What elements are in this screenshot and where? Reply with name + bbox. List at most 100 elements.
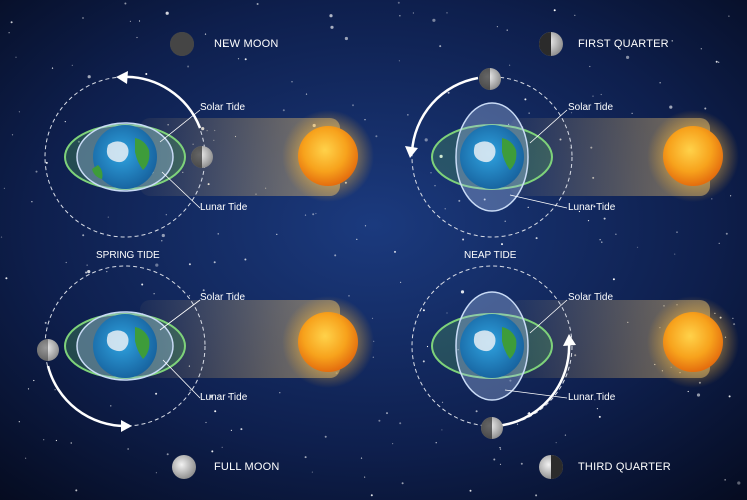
star [352, 104, 354, 107]
star [18, 111, 20, 113]
star [165, 11, 169, 15]
third-quarter-label: THIRD QUARTER [578, 461, 671, 473]
moon-icon [479, 68, 501, 90]
star [276, 233, 278, 235]
star [475, 410, 478, 413]
star [0, 236, 3, 238]
star [509, 64, 511, 66]
star [240, 428, 243, 431]
star [501, 243, 503, 246]
star [524, 98, 527, 101]
star [204, 33, 207, 35]
star [444, 208, 446, 210]
star [386, 412, 388, 415]
star [499, 447, 501, 449]
star [553, 9, 556, 12]
star [71, 64, 73, 66]
star [483, 198, 486, 201]
full-moon-icon [172, 455, 196, 479]
star [728, 15, 730, 17]
star [188, 295, 191, 297]
star [65, 261, 67, 264]
star [43, 439, 45, 441]
star [35, 170, 38, 173]
full-moon-label: FULL MOON [214, 461, 280, 473]
star [161, 233, 165, 238]
star [401, 482, 404, 485]
star [592, 95, 594, 97]
star [371, 317, 374, 319]
star [458, 199, 461, 202]
star [555, 442, 557, 444]
earth-system-first-quarter [431, 102, 553, 212]
star [696, 393, 701, 397]
star [671, 40, 673, 42]
star [596, 408, 599, 410]
moon-icon [191, 146, 213, 168]
star [15, 56, 17, 58]
star [424, 138, 428, 142]
star [153, 293, 155, 295]
star [51, 67, 54, 69]
star [508, 123, 510, 125]
star [360, 457, 363, 459]
star [27, 388, 30, 390]
star [87, 270, 91, 274]
star [439, 154, 443, 158]
neap-tide-label: NEAP TIDE [464, 250, 517, 261]
star [364, 225, 367, 227]
star [54, 389, 56, 391]
star [730, 195, 732, 197]
star [155, 472, 157, 474]
star [407, 114, 409, 116]
star [715, 60, 718, 63]
star [412, 12, 414, 14]
star [626, 55, 630, 60]
star [430, 172, 432, 174]
star [506, 29, 508, 31]
star [129, 20, 131, 22]
star [593, 205, 596, 208]
star [676, 231, 678, 233]
star [499, 448, 502, 450]
star [8, 32, 10, 34]
star [728, 395, 731, 398]
star [659, 82, 661, 84]
star [5, 277, 8, 280]
star [399, 422, 402, 425]
star [711, 198, 713, 200]
orbit-arrows [46, 75, 571, 428]
star [209, 394, 213, 398]
star [718, 61, 720, 63]
star [311, 471, 313, 473]
star [725, 232, 728, 235]
star [237, 58, 240, 60]
star [564, 434, 567, 436]
star [574, 14, 576, 16]
star [394, 250, 396, 253]
solar-tide-label-full-moon: Solar Tide [200, 292, 246, 303]
star [598, 415, 601, 418]
star [700, 48, 702, 50]
star [441, 401, 444, 403]
star [499, 463, 502, 465]
star [422, 360, 425, 363]
star [674, 253, 676, 255]
star [82, 17, 84, 19]
star [312, 213, 315, 216]
star [493, 458, 496, 461]
star [223, 45, 226, 47]
star [18, 421, 20, 423]
solar-tide-label-new-moon: Solar Tide [200, 102, 246, 113]
star [457, 349, 459, 351]
star [570, 112, 573, 114]
star [45, 161, 48, 164]
solar-tide-label-first-quarter: Solar Tide [568, 102, 614, 113]
sun-icon [647, 296, 739, 388]
star [599, 239, 601, 241]
new-moon-label: NEW MOON [214, 38, 279, 50]
star [138, 20, 141, 22]
star [187, 65, 190, 68]
star [375, 135, 378, 138]
star [600, 93, 602, 96]
